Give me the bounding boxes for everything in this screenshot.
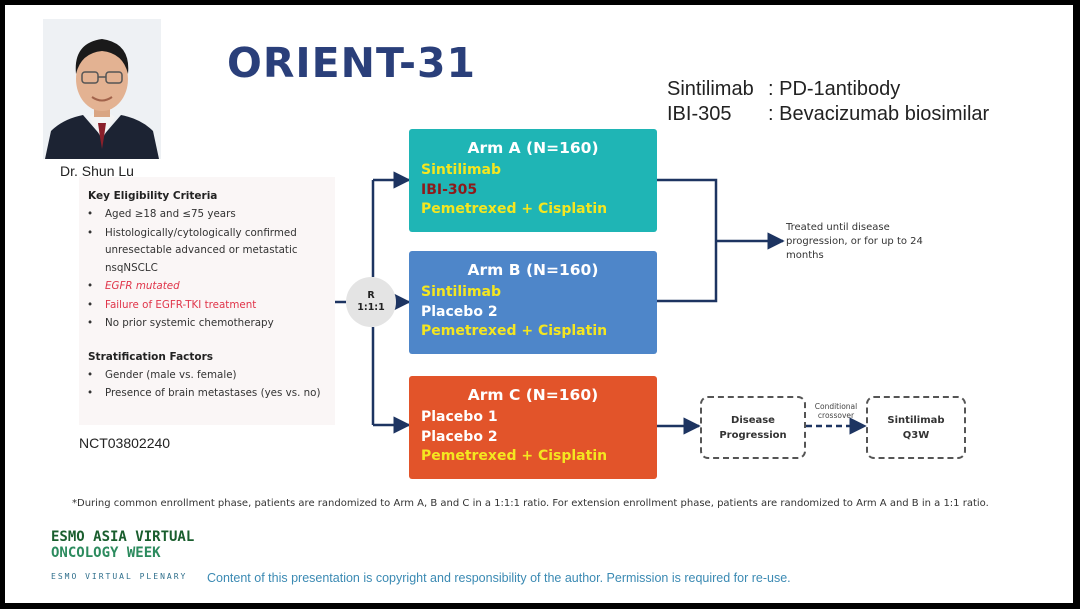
sintilimab-q3w-box: Sintilimab Q3W	[866, 396, 966, 459]
drug-definitions: Sintilimab : PD-1antibody IBI-305 : Bevaci…	[667, 77, 989, 127]
eligibility-list: Aged ≥18 and ≤75 years Histologically/cy…	[79, 206, 335, 333]
box-label: Sintilimab	[887, 414, 945, 426]
arm-drug: Placebo 2	[421, 428, 498, 445]
box-label: Q3W	[902, 429, 930, 441]
randomization-circle: R 1:1:1	[346, 277, 396, 327]
randomization-label: R	[367, 290, 375, 301]
connector-line	[657, 178, 718, 303]
nct-number: NCT03802240	[79, 435, 171, 451]
speaker-photo	[43, 19, 161, 159]
eligibility-item: Aged ≥18 and ≤75 years	[87, 206, 335, 224]
footnote: *During common enrollment phase, patient…	[72, 498, 989, 509]
arm-drug: Pemetrexed + Cisplatin	[421, 448, 608, 464]
eligibility-item: EGFR mutated	[87, 278, 335, 296]
stratification-item: Presence of brain metastases (yes vs. no…	[87, 385, 335, 403]
arm-title: Arm C (N=160)	[467, 386, 599, 404]
eligibility-item: Histologically/cytologically confirmed u…	[87, 225, 335, 278]
arm-drug: Sintilimab	[421, 162, 501, 178]
definition-term: Sintilimab	[667, 78, 754, 100]
definition-ibi305: IBI-305 : Bevacizumab biosimilar	[667, 102, 989, 127]
definition-sintilimab: Sintilimab : PD-1antibody	[667, 77, 989, 102]
cond-label: crossover	[817, 411, 855, 420]
speaker-name: Dr. Shun Lu	[60, 163, 134, 179]
arm-drug: Placebo 2	[421, 303, 498, 320]
stratification-item: Gender (male vs. female)	[87, 367, 335, 385]
conditional-crossover-label: Conditional crossover	[805, 402, 867, 420]
flow-connectors	[335, 171, 867, 435]
eligibility-heading: Key Eligibility Criteria	[88, 190, 218, 202]
definition-desc: : PD-1antibody	[768, 78, 901, 100]
copyright-notice: Content of this presentation is copyrigh…	[207, 571, 791, 585]
arm-title: Arm B (N=160)	[467, 261, 599, 279]
arm-drug: Sintilimab	[421, 284, 501, 300]
arm-drug: Pemetrexed + Cisplatin	[421, 201, 608, 217]
box-label: Disease	[731, 414, 775, 426]
criteria-panel: Key Eligibility Criteria Aged ≥18 and ≤7…	[79, 177, 335, 425]
arm-a-box: Arm A (N=160) Sintilimab IBI-305 Pemetre…	[409, 129, 657, 232]
arm-drug: Placebo 1	[421, 409, 498, 425]
arm-title: Arm A (N=160)	[467, 139, 599, 157]
stratification-heading: Stratification Factors	[88, 350, 214, 363]
definition-term: IBI-305	[667, 103, 732, 125]
box-label: Progression	[719, 429, 787, 441]
arm-c-box: Arm C (N=160) Placebo 1 Placebo 2 Pemetr…	[409, 376, 657, 479]
esmo-logo: ESMO ASIA VIRTUAL ONCOLOGY WEEK	[51, 529, 194, 561]
eligibility-item: No prior systemic chemotherapy	[87, 315, 335, 333]
randomization-ratio: 1:1:1	[357, 302, 385, 313]
slide: ORIENT-31 Sintilimab : PD-1antibody IBI-3…	[5, 5, 1073, 603]
slide-title: ORIENT-31	[227, 39, 477, 87]
eligibility-item: Failure of EGFR-TKI treatment	[87, 297, 335, 315]
disease-progression-box: Disease Progression	[700, 396, 806, 459]
esmo-logo-line: ESMO ASIA VIRTUAL	[51, 529, 195, 545]
definition-desc: : Bevacizumab biosimilar	[768, 103, 990, 125]
arm-b-box: Arm B (N=160) Sintilimab Placebo 2 Pemet…	[409, 251, 657, 354]
esmo-logo-line: ONCOLOGY WEEK	[51, 545, 161, 561]
treated-note: Treated until disease progression, or fo…	[786, 222, 923, 261]
stratification-list: Gender (male vs. female) Presence of bra…	[79, 367, 335, 403]
esmo-plenary-label: ESMO VIRTUAL PLENARY	[51, 572, 188, 581]
arm-drug: Pemetrexed + Cisplatin	[421, 323, 608, 339]
arm-drug: IBI-305	[421, 181, 478, 198]
cond-label: Conditional	[814, 402, 858, 411]
